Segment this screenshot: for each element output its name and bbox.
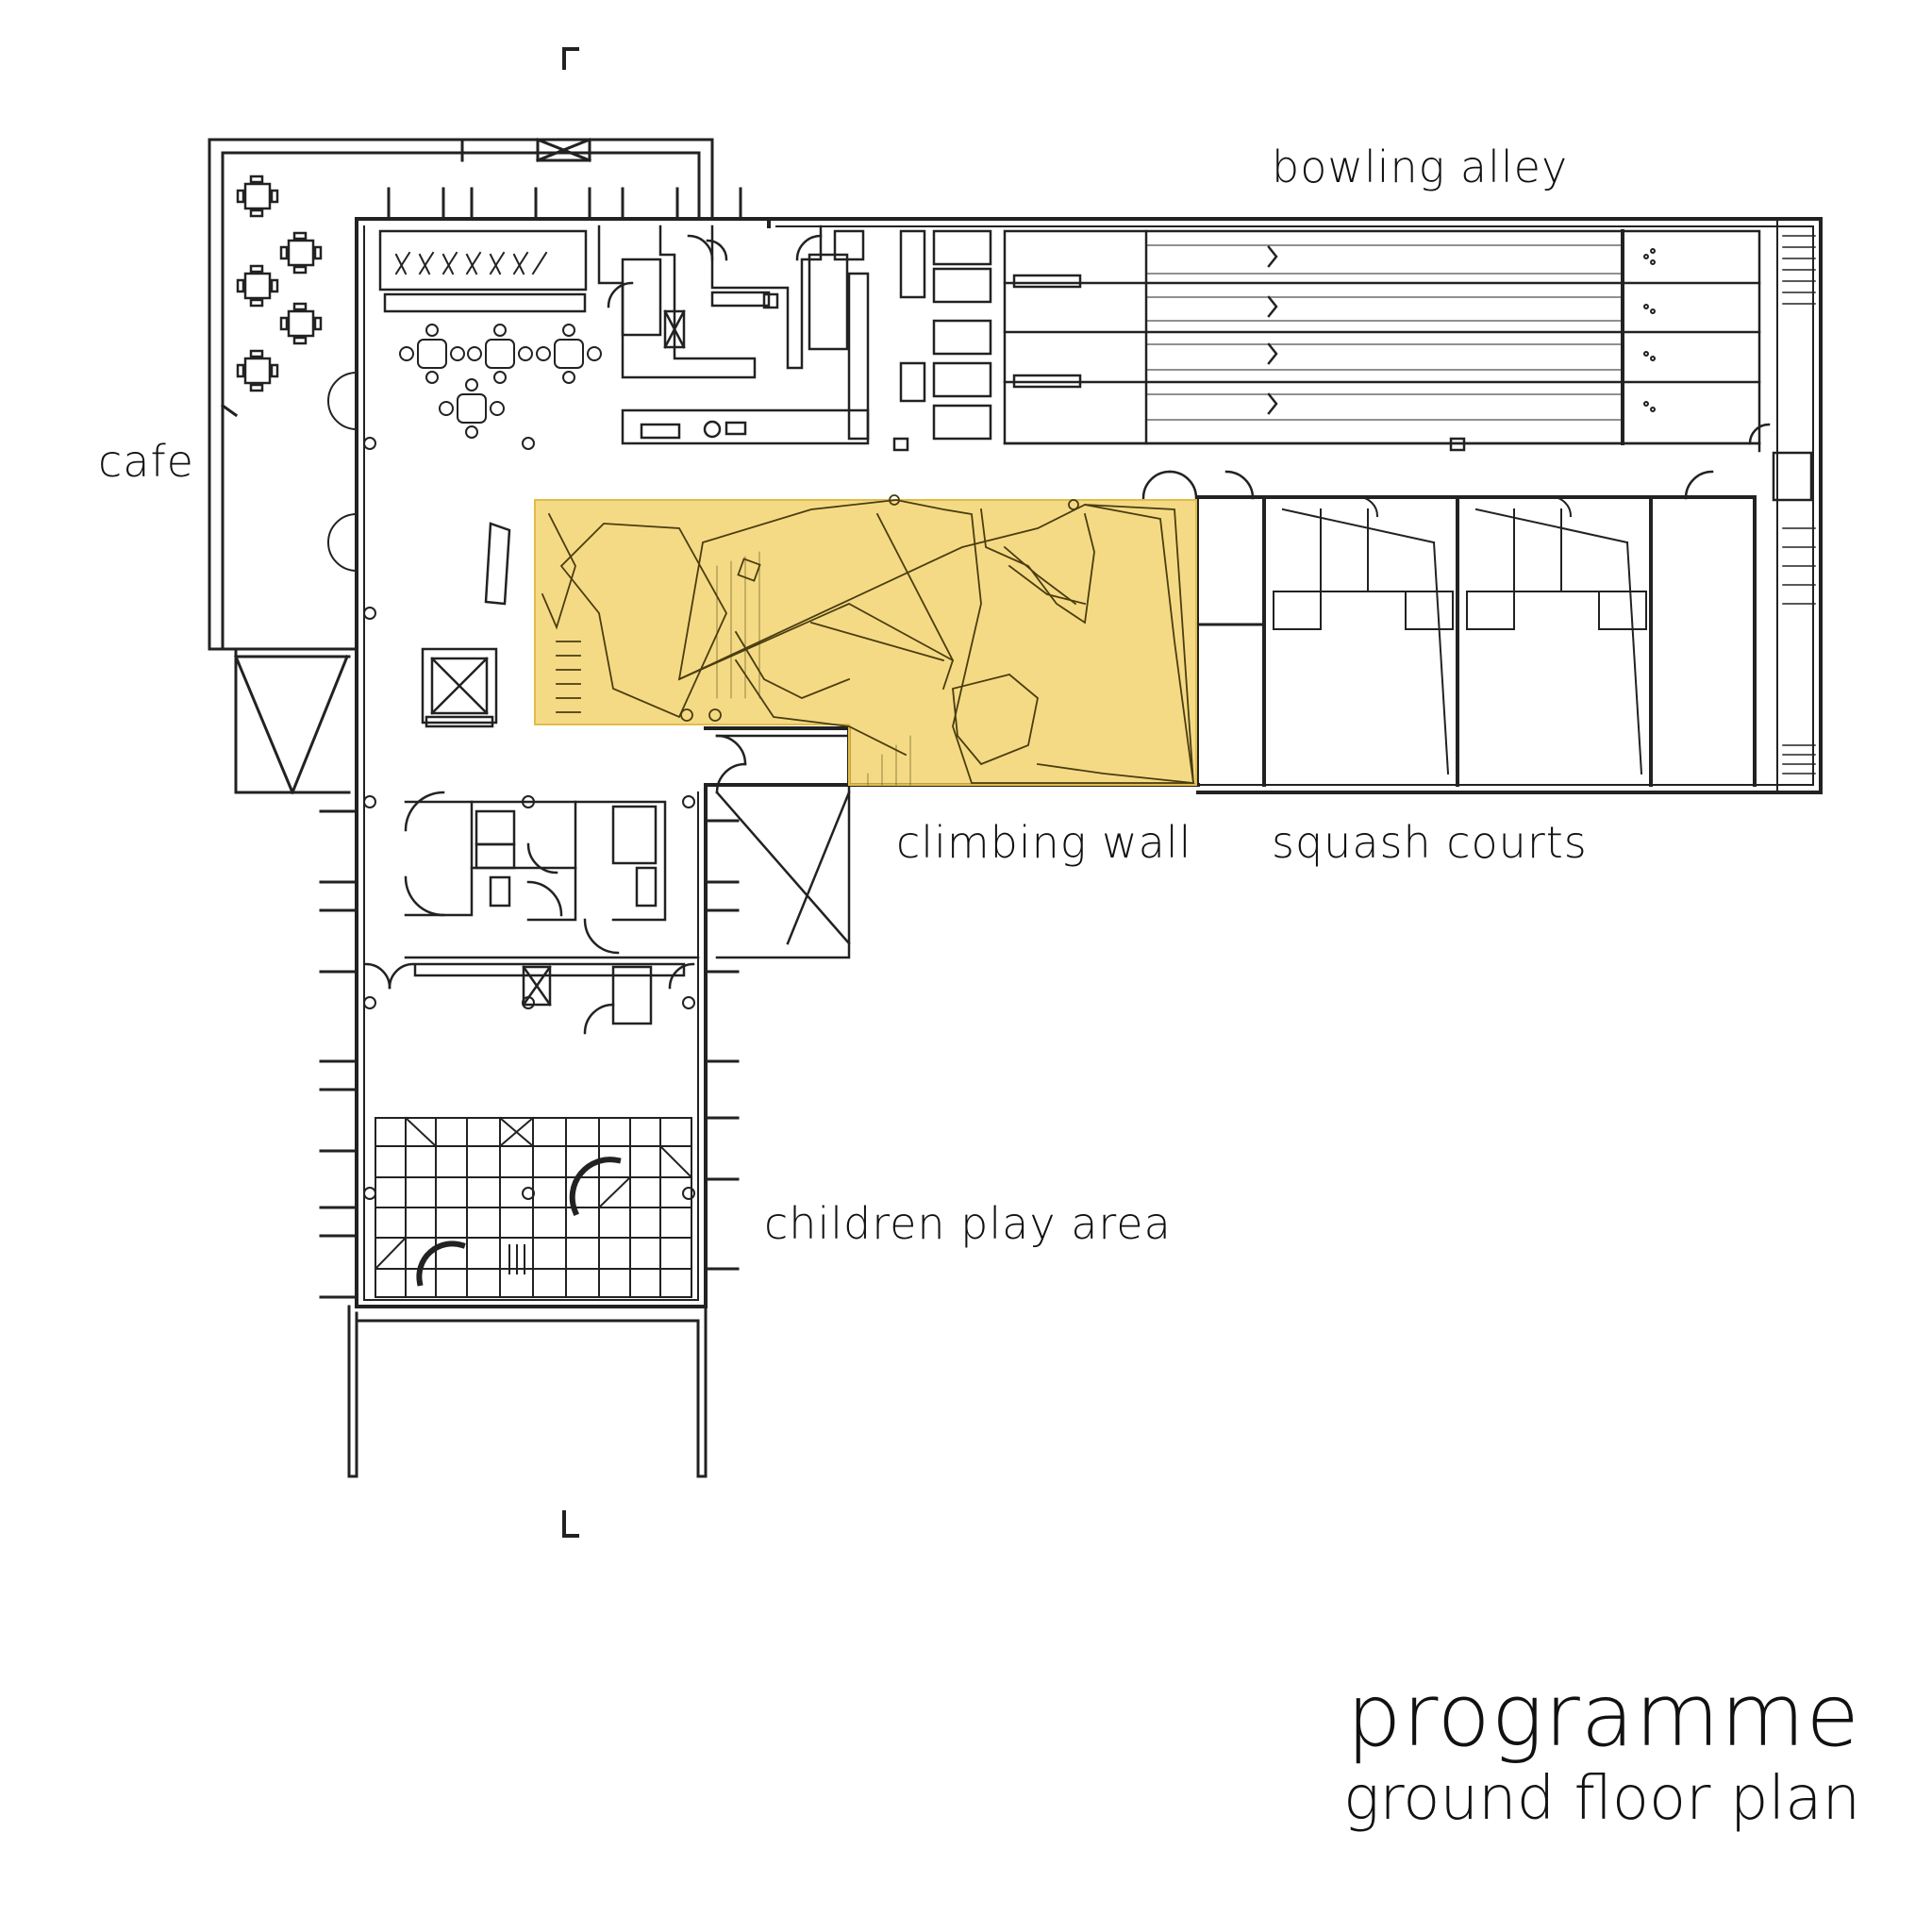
cafe-terrace	[209, 140, 712, 792]
section-marker-top	[564, 49, 577, 68]
page-title: programme	[1346, 1665, 1860, 1766]
label-squash-courts: squash courts	[1272, 817, 1588, 868]
vestibule	[717, 736, 849, 958]
cafe-bar-kitchen	[380, 226, 868, 443]
climbing-wall-area	[535, 495, 1196, 785]
cafe-doors	[328, 373, 357, 571]
page-subtitle: ground floor plan	[1342, 1764, 1860, 1834]
lift-core	[423, 524, 509, 726]
climbing-wall-highlight	[535, 500, 1196, 785]
cafe-seating	[400, 325, 601, 438]
label-climbing-wall: climbing wall	[896, 817, 1192, 868]
label-children-play-area: children play area	[764, 1198, 1172, 1249]
south-canopy	[349, 1307, 706, 1476]
bowling-alley-lanes	[894, 231, 1769, 451]
label-bowling-alley: bowling alley	[1272, 142, 1569, 192]
play-area-grid	[375, 1118, 691, 1297]
section-marker-bottom	[564, 1512, 577, 1536]
label-cafe: cafe	[98, 436, 194, 487]
squash-courts-rooms	[1143, 453, 1811, 785]
facade-fins	[321, 189, 741, 1297]
wc-block	[366, 792, 698, 1033]
